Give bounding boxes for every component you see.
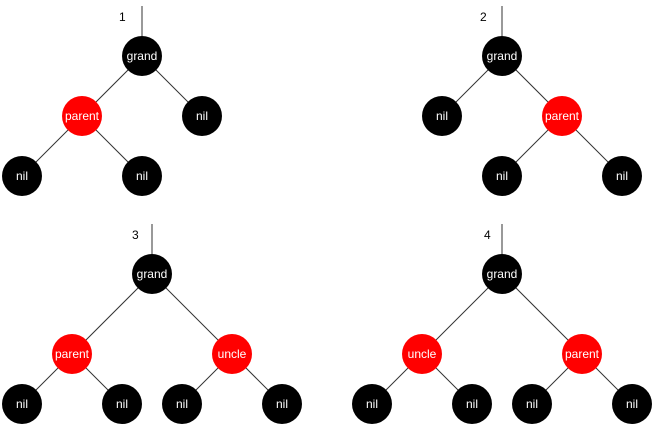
black-node-circle xyxy=(162,384,202,424)
black-node-circle xyxy=(2,156,42,196)
node-label: nil xyxy=(526,397,538,411)
tree-number-label: 3 xyxy=(132,228,139,242)
node-label: nil xyxy=(626,397,638,411)
tree-number-label: 4 xyxy=(484,228,491,242)
node-nil: nil xyxy=(2,384,42,424)
red-node-circle xyxy=(562,334,602,374)
node-label: nil xyxy=(496,169,508,183)
black-node-circle xyxy=(482,254,522,294)
black-node-circle xyxy=(102,384,142,424)
node-label: grand xyxy=(127,49,158,63)
red-node-circle xyxy=(52,334,92,374)
node-nil: nil xyxy=(2,156,42,196)
black-node-circle xyxy=(122,36,162,76)
black-node-circle xyxy=(452,384,492,424)
red-node-circle xyxy=(542,96,582,136)
node-parent: parent xyxy=(542,96,582,136)
node-label: nil xyxy=(616,169,628,183)
node-label: nil xyxy=(196,109,208,123)
black-node-circle xyxy=(612,384,652,424)
node-label: parent xyxy=(545,109,580,123)
node-label: uncle xyxy=(408,347,437,361)
node-grand: grand xyxy=(132,254,172,294)
node-label: nil xyxy=(276,397,288,411)
node-nil: nil xyxy=(612,384,652,424)
node-label: nil xyxy=(136,169,148,183)
black-node-circle xyxy=(262,384,302,424)
tree-number-label: 1 xyxy=(119,10,126,24)
red-node-circle xyxy=(212,334,252,374)
tree-number-label: 2 xyxy=(480,10,487,24)
tree-1: 1 grand parent nil nil nil xyxy=(2,6,222,196)
red-node-circle xyxy=(402,334,442,374)
node-label: nil xyxy=(466,397,478,411)
node-nil: nil xyxy=(422,96,462,136)
node-nil: nil xyxy=(602,156,642,196)
node-label: parent xyxy=(55,347,90,361)
black-node-circle xyxy=(352,384,392,424)
black-node-circle xyxy=(482,156,522,196)
node-uncle: uncle xyxy=(212,334,252,374)
node-label: nil xyxy=(16,397,28,411)
node-parent: parent xyxy=(62,96,102,136)
node-label: grand xyxy=(487,49,518,63)
tree-4: 4 grand uncle parent nil nil nil nil xyxy=(352,224,652,424)
black-node-circle xyxy=(422,96,462,136)
node-label: grand xyxy=(137,267,168,281)
node-nil: nil xyxy=(352,384,392,424)
node-label: nil xyxy=(176,397,188,411)
node-label: nil xyxy=(16,169,28,183)
black-node-circle xyxy=(602,156,642,196)
node-nil: nil xyxy=(102,384,142,424)
node-parent: parent xyxy=(562,334,602,374)
black-node-circle xyxy=(122,156,162,196)
red-node-circle xyxy=(62,96,102,136)
node-nil: nil xyxy=(262,384,302,424)
node-label: uncle xyxy=(218,347,247,361)
node-label: grand xyxy=(487,267,518,281)
black-node-circle xyxy=(482,36,522,76)
node-grand: grand xyxy=(122,36,162,76)
node-grand: grand xyxy=(482,254,522,294)
black-node-circle xyxy=(182,96,222,136)
node-label: nil xyxy=(366,397,378,411)
black-node-circle xyxy=(2,384,42,424)
node-nil: nil xyxy=(482,156,522,196)
node-label: parent xyxy=(565,347,600,361)
node-nil: nil xyxy=(452,384,492,424)
node-nil: nil xyxy=(122,156,162,196)
node-parent: parent xyxy=(52,334,92,374)
node-label: nil xyxy=(116,397,128,411)
node-nil: nil xyxy=(162,384,202,424)
node-uncle: uncle xyxy=(402,334,442,374)
tree-2: 2 grand nil parent nil nil xyxy=(422,6,642,196)
node-nil: nil xyxy=(182,96,222,136)
black-node-circle xyxy=(132,254,172,294)
node-label: parent xyxy=(65,109,100,123)
black-node-circle xyxy=(512,384,552,424)
node-label: nil xyxy=(436,109,448,123)
tree-3: 3 grand parent uncle nil nil nil nil xyxy=(2,224,302,424)
node-nil: nil xyxy=(512,384,552,424)
node-grand: grand xyxy=(482,36,522,76)
